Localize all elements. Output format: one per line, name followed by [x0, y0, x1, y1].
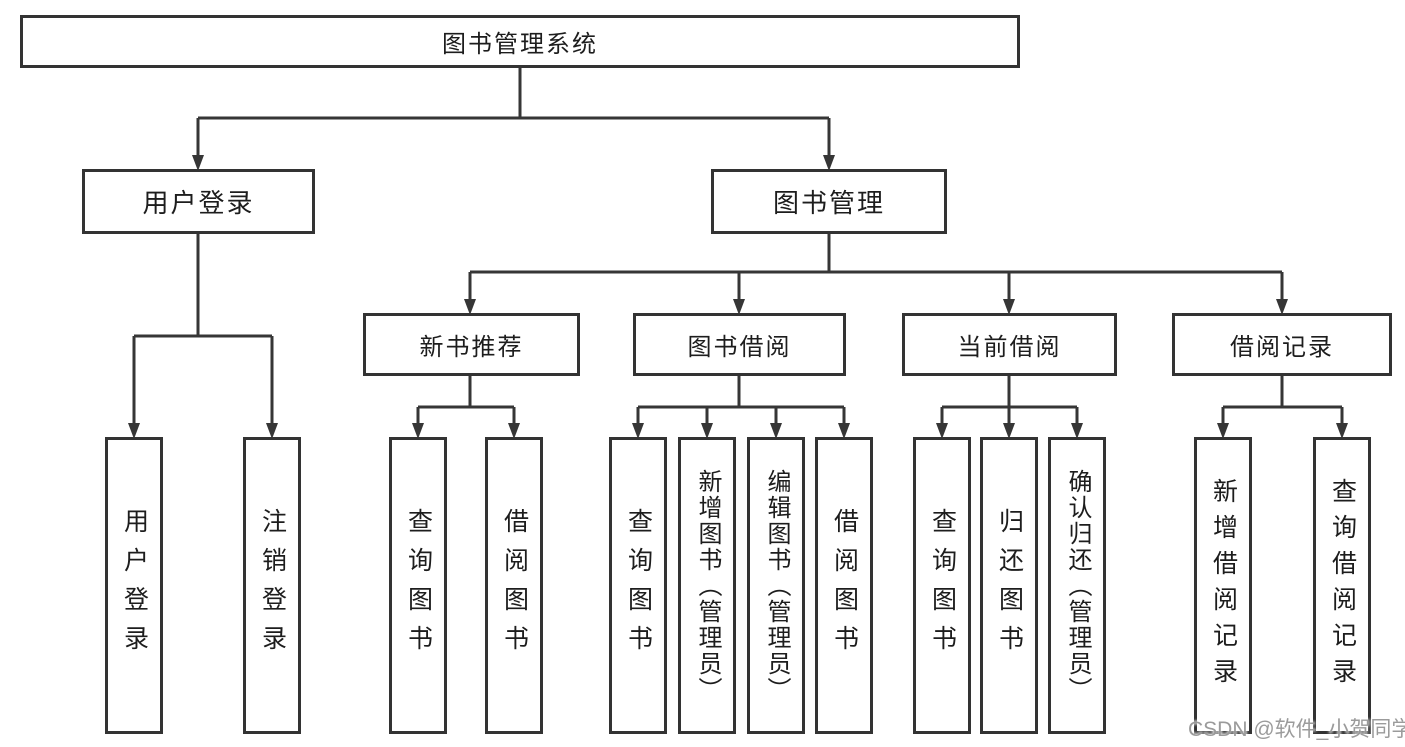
- node-new-book-recommend: 新书推荐: [363, 313, 580, 376]
- connector-user-login-branch: [132, 234, 274, 425]
- leaf-user-login: 用户登录: [105, 437, 163, 734]
- connector-current-borrow-fan: [940, 376, 1079, 424]
- leaf-label: 注销登录: [258, 507, 287, 664]
- leaf-borrow-books: 借阅图书: [815, 437, 873, 734]
- connector-new-book-fan: [416, 376, 516, 424]
- leaf-label: 新增借阅记录: [1209, 477, 1238, 694]
- node-user-login: 用户登录: [82, 169, 315, 234]
- leaf-label: 新增图书（管理员）: [694, 468, 721, 703]
- node-label: 图书借阅: [687, 334, 792, 361]
- node-book-management: 图书管理: [711, 169, 947, 234]
- leaf-return-books: 归还图书: [980, 437, 1038, 734]
- arrowheads: [128, 155, 1348, 439]
- node-borrow-records: 借阅记录: [1172, 313, 1392, 376]
- csdn-watermark: CSDN @软件_小贺同学: [1188, 718, 1405, 741]
- leaf-label: 借阅图书: [500, 507, 529, 664]
- leaf-edit-books-admin: 编辑图书（管理员）: [747, 437, 805, 734]
- node-label: 新书推荐: [419, 334, 524, 361]
- leaf-query-books-borrow: 查询图书: [609, 437, 667, 734]
- leaf-query-books-recommend: 查询图书: [389, 437, 447, 734]
- connector-book-borrow-fan: [636, 376, 846, 424]
- leaf-label: 编辑图书（管理员）: [763, 468, 790, 703]
- leaf-add-books-admin: 新增图书（管理员）: [678, 437, 736, 734]
- node-label: 借阅记录: [1230, 334, 1334, 361]
- leaf-label: 查询图书: [624, 507, 653, 664]
- node-library-management-system: 图书管理系统: [20, 15, 1020, 68]
- leaf-label: 借阅图书: [830, 507, 859, 664]
- node-book-borrow: 图书借阅: [633, 313, 846, 376]
- leaf-query-borrow-record: 查询借阅记录: [1313, 437, 1371, 734]
- leaf-logout: 注销登录: [243, 437, 301, 734]
- leaf-add-borrow-record: 新增借阅记录: [1194, 437, 1252, 734]
- node-label: 用户登录: [142, 188, 255, 218]
- leaf-label: 归还图书: [995, 507, 1024, 664]
- leaf-label: 用户登录: [120, 507, 149, 664]
- connector-borrow-records-fan: [1221, 376, 1344, 424]
- leaf-label: 查询图书: [404, 507, 433, 664]
- leaf-query-books-current: 查询图书: [913, 437, 971, 734]
- node-label: 图书管理: [772, 188, 885, 218]
- leaf-label: 查询图书: [928, 507, 957, 664]
- leaf-borrow-books-recommend: 借阅图书: [485, 437, 543, 734]
- node-label: 图书管理系统: [442, 31, 598, 58]
- leaf-label: 确认归还（管理员）: [1064, 468, 1091, 703]
- leaf-confirm-return-admin: 确认归还（管理员）: [1048, 437, 1106, 734]
- node-current-borrow: 当前借阅: [902, 313, 1117, 376]
- leaf-label: 查询借阅记录: [1328, 477, 1357, 694]
- node-label: 当前借阅: [957, 334, 1062, 361]
- connector-book-management-branch: [468, 234, 1284, 301]
- connector-root-to-level2: [196, 68, 831, 156]
